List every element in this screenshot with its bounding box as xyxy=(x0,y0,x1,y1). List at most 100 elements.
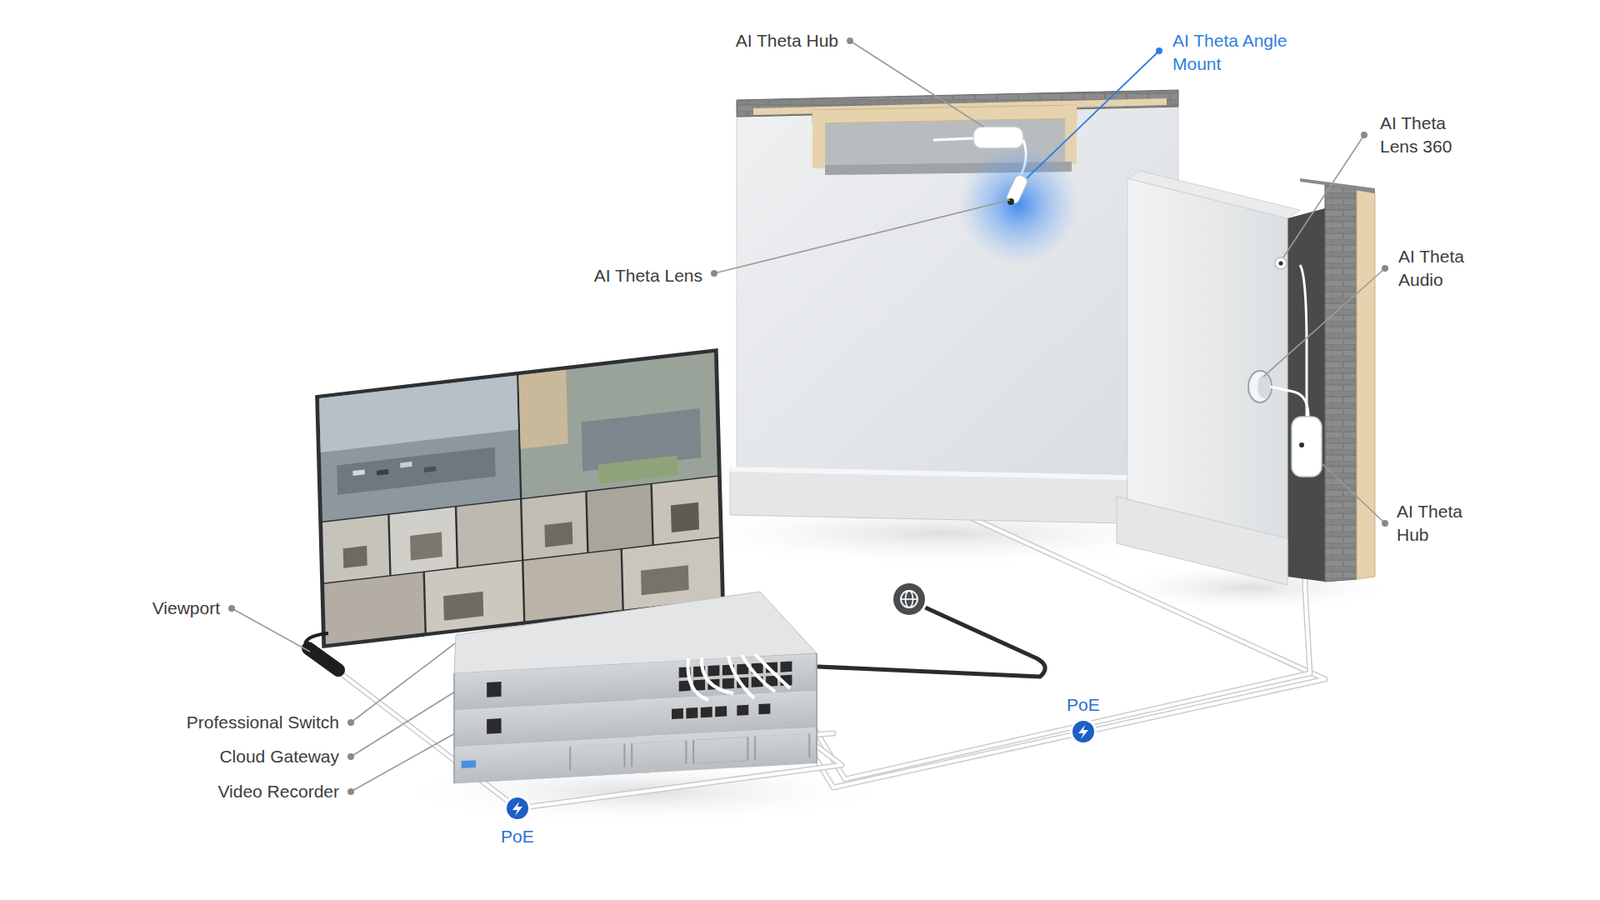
monitor xyxy=(425,560,524,633)
monitor xyxy=(376,469,389,476)
rack-stack xyxy=(715,705,727,717)
leader-line xyxy=(710,270,718,277)
wall-panel xyxy=(1127,170,1300,219)
rack-stack xyxy=(728,655,755,699)
rack-stack xyxy=(700,706,713,718)
monitor xyxy=(640,565,690,595)
leader-line xyxy=(231,608,310,652)
callout-label: Professional Switch xyxy=(186,710,340,735)
leader-line xyxy=(347,788,355,795)
lens-glow xyxy=(958,144,1079,265)
internet-cable xyxy=(818,606,1045,677)
wall-section xyxy=(736,106,1179,515)
poe-icon xyxy=(1078,725,1089,740)
callout-label: Video Recorder xyxy=(217,780,340,804)
leader-line xyxy=(1283,135,1365,258)
monitor xyxy=(518,370,568,450)
monitor xyxy=(410,532,443,561)
leader-line xyxy=(350,643,455,723)
rack-stack xyxy=(631,740,686,768)
lens-360 xyxy=(1275,257,1287,270)
monitor xyxy=(343,545,368,569)
rack-stack xyxy=(570,744,625,771)
wall-hub xyxy=(1299,442,1305,448)
poe-icon xyxy=(504,795,531,822)
leader-line xyxy=(846,37,854,45)
monitor xyxy=(544,521,573,547)
callout-label: AI Theta Lens xyxy=(594,264,703,288)
lens-glow xyxy=(958,144,1079,265)
rack-stack xyxy=(685,707,698,719)
rack-stack xyxy=(780,661,793,673)
poe-label: PoE xyxy=(500,825,535,849)
internet-icon xyxy=(893,583,925,615)
wall-section xyxy=(730,90,1179,524)
audio-module xyxy=(1257,375,1271,399)
monitor xyxy=(400,461,412,469)
callout-label: AI Theta Lens 360 xyxy=(1380,111,1472,159)
poe-icon xyxy=(506,797,529,820)
poe-icon xyxy=(1070,718,1097,745)
wall-section xyxy=(812,110,825,169)
poe-icon xyxy=(1072,720,1095,743)
rack-stack xyxy=(693,736,748,764)
viewport-device xyxy=(308,648,339,670)
camera-lens xyxy=(1007,198,1015,205)
rack-stack xyxy=(461,760,476,769)
leader-line-highlight xyxy=(1026,50,1160,179)
internet-cable xyxy=(818,606,1045,677)
leader-line xyxy=(350,733,455,792)
poe-icon xyxy=(1070,718,1097,745)
wall-panel xyxy=(1356,190,1375,580)
leader-line xyxy=(347,753,355,760)
callout-label: AI Theta Hub xyxy=(735,29,839,53)
audio-module xyxy=(1248,370,1272,403)
monitor xyxy=(670,502,700,533)
rack-stack xyxy=(758,703,770,715)
rack-stack xyxy=(755,654,790,689)
leader-line xyxy=(850,40,984,127)
wall-panel xyxy=(1287,208,1325,582)
monitor xyxy=(443,591,484,621)
callout-label: AI Theta Hub xyxy=(1396,500,1489,547)
internet-icon xyxy=(890,580,928,618)
audio-module xyxy=(1248,370,1272,403)
wall-hub xyxy=(1291,416,1322,477)
monitor xyxy=(324,572,425,645)
rack-stack xyxy=(671,708,684,720)
callout-label: Viewport xyxy=(152,596,220,620)
monitor xyxy=(521,491,587,560)
lens-360 xyxy=(1275,257,1287,270)
leader-line xyxy=(1321,463,1385,524)
monitor xyxy=(315,348,725,649)
wall-hub xyxy=(1270,386,1309,417)
monitor xyxy=(587,484,653,552)
leader-line-highlight xyxy=(1155,47,1163,55)
leader-line xyxy=(714,200,1010,274)
rack-stack xyxy=(722,678,735,690)
leader-line xyxy=(347,719,355,726)
wall-panel xyxy=(1325,185,1357,582)
monitor xyxy=(456,499,522,567)
rack-stack xyxy=(708,665,720,676)
monitor xyxy=(652,476,720,545)
wall-hub xyxy=(1270,265,1322,477)
rack-stack xyxy=(486,718,501,735)
rack-stack xyxy=(454,726,817,784)
leader-line xyxy=(1360,131,1368,139)
callout-label: Cloud Gateway xyxy=(219,745,340,769)
rack-stack xyxy=(454,591,817,784)
monitor xyxy=(319,375,520,522)
rack-stack xyxy=(736,705,749,716)
wall-panel xyxy=(1116,496,1288,585)
poe-label: PoE xyxy=(1066,693,1100,717)
rack-stack xyxy=(741,655,775,692)
rack-stack xyxy=(454,726,817,784)
poe-cable xyxy=(337,476,1325,809)
leader-line xyxy=(1381,520,1389,527)
poe-icon xyxy=(512,801,523,816)
wall-panel xyxy=(1300,178,1375,194)
ceiling-hub xyxy=(933,138,974,140)
wall-section xyxy=(730,466,1128,480)
monitor xyxy=(523,549,622,621)
